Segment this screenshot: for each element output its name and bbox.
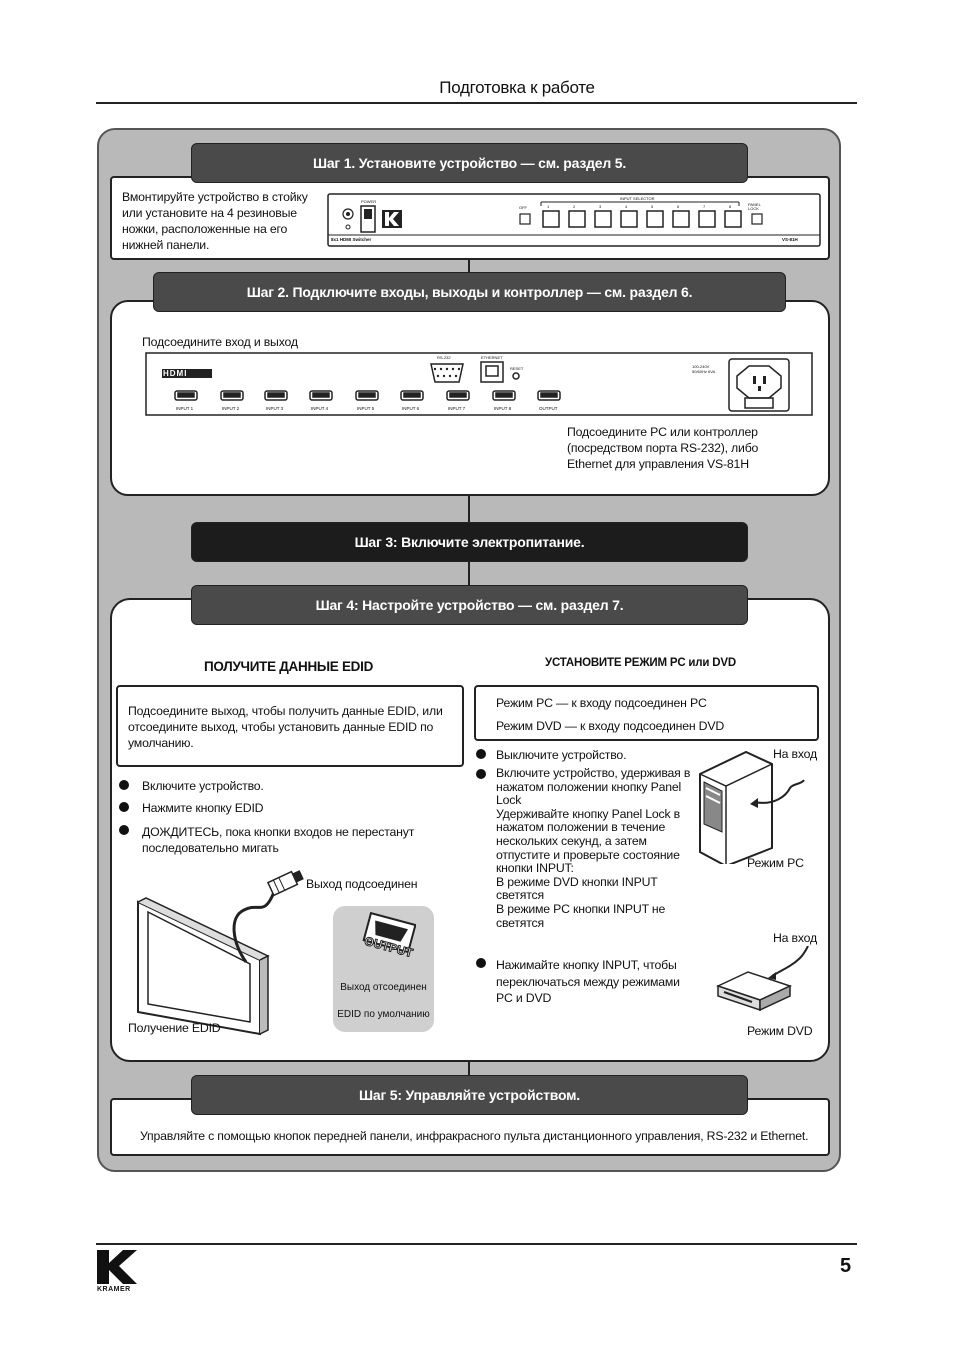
dvd-mode-line: Режим DVD — к входу подсоединен DVD: [496, 719, 725, 733]
mode-step-2: Включите устройство, удерживая в нажатом…: [496, 766, 691, 930]
default-edid-label: EDID по умолчанию: [337, 1009, 430, 1020]
connector-line: [468, 1060, 470, 1078]
step5-title: Шаг 5: Управляйте устройством.: [359, 1087, 580, 1103]
hdmi-logo: HDMI: [163, 369, 188, 378]
mode-heading: УСТАНОВИТЕ РЕЖИМ PC или DVD: [545, 657, 736, 669]
port-label: OUTPUT: [539, 406, 558, 411]
input-number: 5: [651, 204, 654, 209]
controller-text: Подсоедините PC или контроллер (посредст…: [567, 425, 759, 471]
device-name-label: 8x1 HDMI Switcher: [331, 237, 372, 242]
header-divider: [96, 102, 857, 104]
bullet-dot: [119, 802, 129, 812]
step3-title: Шаг 3: Включите электропитание.: [354, 534, 585, 550]
connect-io-label: Подсоедините вход и выход: [142, 335, 298, 349]
input-number: 1: [547, 204, 550, 209]
dvd-player-illustration: [712, 945, 822, 1016]
edid-heading: ПОЛУЧИТЕ ДАННЫЕ EDID: [204, 659, 374, 674]
footer-divider: [96, 1243, 857, 1245]
input-number: 3: [599, 204, 602, 209]
port-label: INPUT 3: [266, 406, 284, 411]
edid-info-text: Подсоедините выход, чтобы получить данны…: [128, 704, 443, 750]
edid-step-1: Включите устройство.: [142, 779, 264, 793]
step1-title: Шаг 1. Установите устройство — см. разде…: [312, 155, 627, 171]
output-connected-label: Выход подсоединен: [306, 877, 418, 891]
output-port-icon: [356, 911, 417, 972]
port-label: INPUT 2: [222, 406, 240, 411]
step2-title-bar: Шаг 2. Подключите входы, выходы и контро…: [153, 272, 786, 312]
input-selector-label: INPUT SELECTOR: [620, 196, 655, 201]
step1-title-bar: Шаг 1. Установите устройство — см. разде…: [191, 143, 748, 183]
bullet-dot: [476, 769, 486, 779]
voltage-label: 100-240V 50/60Hz 6VA: [692, 364, 716, 374]
port-label: INPUT 1: [176, 406, 194, 411]
to-input-label-pc: На вход: [773, 747, 818, 761]
mode-step-1: Выключите устройство.: [496, 748, 627, 762]
dvd-mode-label: Режим DVD: [747, 1024, 813, 1038]
step5-text: Управляйте с помощью кнопок передней пан…: [140, 1129, 809, 1143]
step4-title: Шаг 4: Настройте устройство — см. раздел…: [315, 597, 624, 613]
pc-tower-illustration: [694, 744, 824, 868]
reset-label: RESET: [510, 366, 524, 371]
kramer-logo-text: KRAMER: [97, 1286, 131, 1293]
bullet-dot: [119, 825, 129, 835]
mode-info-box: [474, 685, 819, 741]
port-label: INPUT 6: [402, 406, 420, 411]
off-label: OFF: [519, 205, 527, 210]
port-label: INPUT 4: [311, 406, 329, 411]
edid-info-box: [116, 685, 464, 767]
input-number: 4: [625, 204, 628, 209]
edid-step-3: ДОЖДИТЕСЬ, пока кнопки входов не переста…: [142, 825, 415, 855]
device-rear-panel: [145, 352, 813, 416]
port-label: INPUT 5: [357, 406, 375, 411]
device-model-label: VS-81H: [782, 237, 798, 242]
bullet-dot: [119, 780, 129, 790]
pc-mode-label: Режим PC: [747, 856, 804, 870]
bullet-dot: [476, 749, 486, 759]
ethernet-label: ETHERNET: [481, 355, 503, 360]
input-number: 2: [573, 204, 576, 209]
power-label: POWER: [361, 199, 377, 204]
port-label: INPUT 7: [448, 406, 466, 411]
input-number: 7: [703, 204, 706, 209]
mode-step-3: Нажимайте кнопку INPUT, чтобы переключат…: [496, 958, 680, 1005]
step5-title-bar: Шаг 5: Управляйте устройством.: [191, 1075, 748, 1115]
port-label: INPUT 8: [494, 406, 512, 411]
output-disconnected-label: Выход отсоединен: [340, 982, 427, 993]
step2-title: Шаг 2. Подключите входы, выходы и контро…: [246, 284, 693, 300]
kramer-logo: [97, 1250, 139, 1290]
pc-mode-line: Режим PC — к входу подсоединен PC: [496, 696, 707, 710]
monitor-illustration: [134, 862, 314, 1037]
step3-title-bar: Шаг 3: Включите электропитание.: [191, 522, 748, 562]
page-number: 5: [840, 1255, 852, 1277]
receive-edid-label: Получение EDID: [128, 1021, 221, 1035]
panel-lock-label: PANEL LOCK: [748, 202, 761, 211]
input-number: 6: [677, 204, 680, 209]
page-header-title: Подготовка к работе: [439, 78, 595, 97]
connector-line: [468, 562, 470, 586]
bullet-dot: [476, 958, 486, 968]
rs232-label: RS-232: [437, 355, 451, 360]
connector-line: [468, 258, 470, 278]
step1-text: Вмонтируйте устройство в стойку или уста…: [122, 190, 308, 252]
connector-line: [468, 494, 470, 524]
to-input-label-dvd: На вход: [773, 931, 818, 945]
input-number: 8: [729, 204, 732, 209]
device-front-panel: [327, 193, 821, 247]
step4-title-bar: Шаг 4: Настройте устройство — см. раздел…: [191, 585, 748, 625]
edid-step-2: Нажмите кнопку EDID: [142, 801, 264, 815]
page-header: Подготовка к работе: [0, 78, 954, 98]
